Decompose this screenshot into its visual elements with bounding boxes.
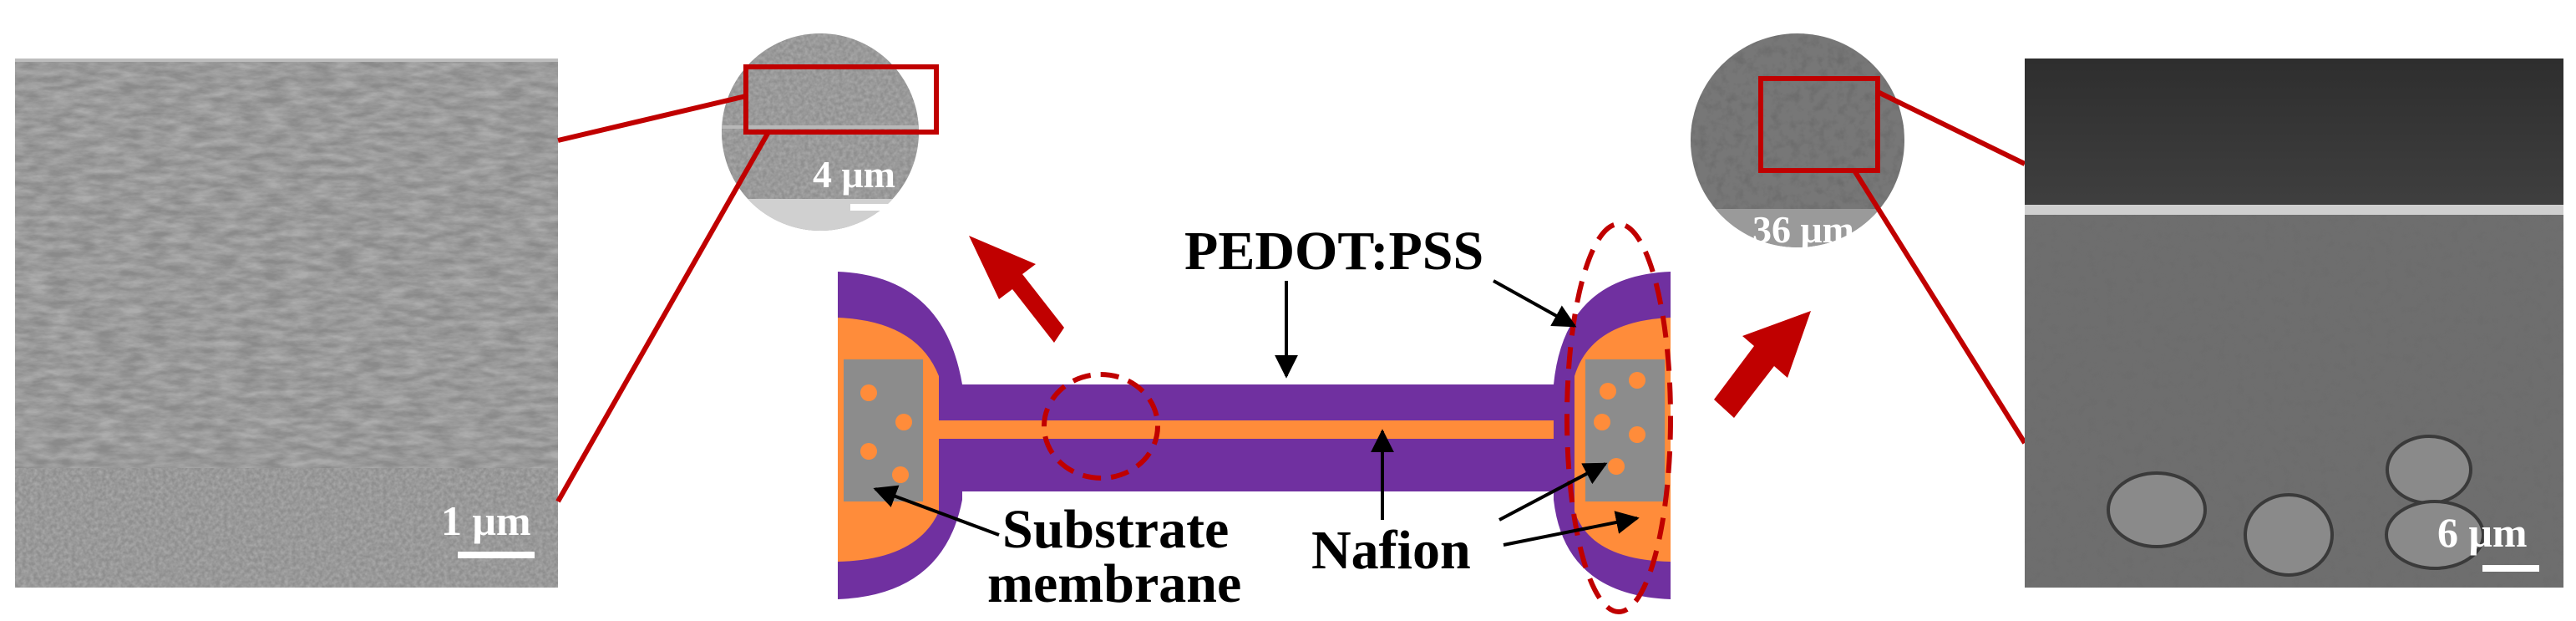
center-right-scale-bar: 36 μm (1752, 208, 1854, 261)
device-schematic: PEDOT:PSS Nafion Substrate membrane (838, 221, 1811, 614)
center-right-inset: 36 μm (1691, 33, 1904, 261)
direction-arrows (969, 236, 1811, 418)
right-scale-bar: 6 μm (2437, 509, 2539, 572)
center-left-scale-label: 4 μm (813, 153, 895, 196)
substrate-fibers (2107, 435, 2485, 577)
right-scale-label: 6 μm (2437, 509, 2528, 556)
substrate-label-line2: membrane (987, 553, 1241, 614)
left-sem-image: 1 μm (15, 59, 558, 588)
channel-nafion (923, 420, 1600, 439)
right-zoom-lines (1852, 89, 2027, 445)
arrow-up-left (969, 236, 1064, 343)
center-right-scale-label: 36 μm (1752, 208, 1854, 251)
right-sem-image: 6 μm (2025, 59, 2563, 588)
inset-highlight-box (743, 64, 939, 135)
left-substrate-membrane (844, 359, 923, 501)
center-left-inset: 4 μm (722, 33, 939, 231)
arrow-up-right (1714, 311, 1811, 418)
left-scale-label: 1 μm (441, 497, 531, 544)
left-zoom-lines (555, 94, 771, 503)
pedot-label: PEDOT:PSS (1184, 221, 1483, 282)
end-highlight-ellipse (1564, 221, 1673, 614)
substrate-label-line1: Substrate (1002, 499, 1229, 560)
right-membrane-pores (1594, 372, 1645, 475)
right-substrate-membrane (1585, 359, 1665, 501)
nafion-label: Nafion (1311, 520, 1471, 581)
channel-highlight-ellipse (1042, 372, 1160, 481)
inset-highlight-box-right (1758, 76, 1880, 173)
center-left-scale-bar: 4 μm (813, 153, 914, 211)
left-membrane-pores (860, 384, 912, 483)
left-scale-bar: 1 μm (441, 497, 535, 558)
